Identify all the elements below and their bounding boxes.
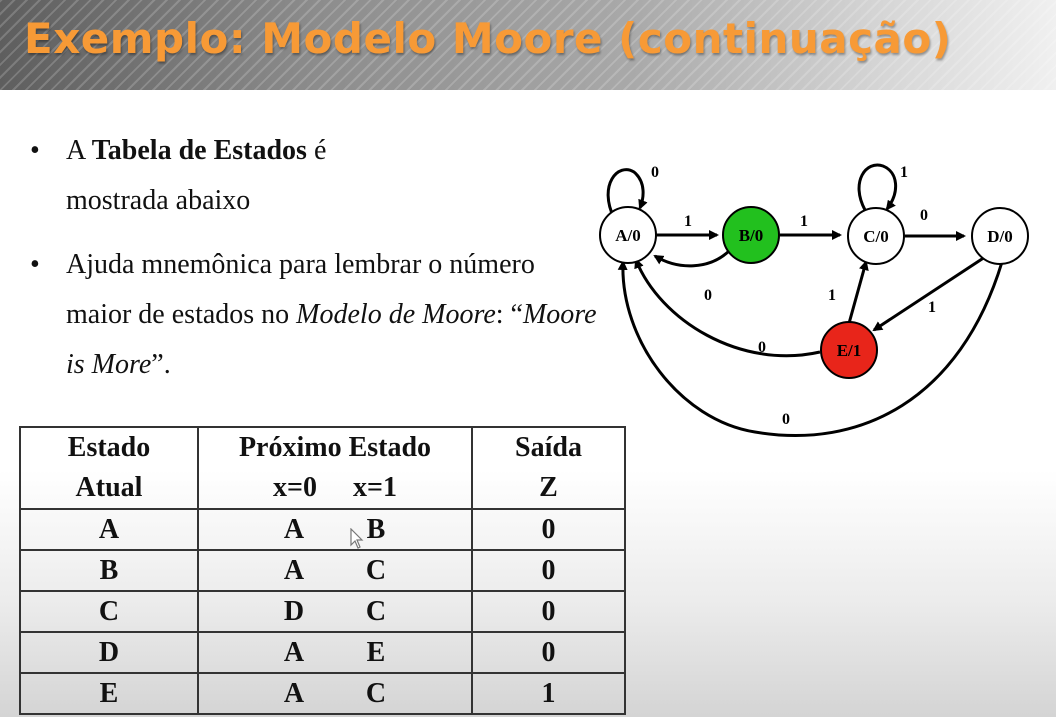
transition-label-e-c: 1 bbox=[828, 287, 836, 304]
bullet-dot: • bbox=[30, 249, 40, 280]
cell-next-x1: E bbox=[366, 636, 386, 668]
bullet-item-table: • A Tabela de Estados é mostrada abaixo bbox=[28, 126, 396, 226]
transition-label-a-b: 1 bbox=[684, 213, 692, 230]
header-output: Saída Z bbox=[471, 426, 626, 510]
cell-current-state: C bbox=[19, 590, 199, 633]
transition-b-a bbox=[653, 248, 732, 268]
transition-e-a bbox=[634, 258, 821, 358]
cell-next-x1: C bbox=[365, 677, 387, 709]
state-label-b: B/0 bbox=[739, 226, 764, 245]
transition-label-e-a: 0 bbox=[758, 339, 766, 356]
bullet-text-part: Moore is More bbox=[66, 299, 597, 380]
header-current-line2: Atual bbox=[75, 472, 143, 503]
cell-output: 0 bbox=[471, 549, 626, 592]
cell-next-x0: A bbox=[283, 554, 305, 586]
cell-next-x1: C bbox=[365, 554, 387, 586]
transition-d-a bbox=[617, 260, 1004, 437]
cell-next-x1: C bbox=[365, 595, 387, 627]
cell-current-state: E bbox=[19, 672, 199, 715]
cell-next-x0: A bbox=[283, 513, 305, 545]
state-node-d: D/0 bbox=[971, 207, 1029, 265]
transition-label-b-c: 1 bbox=[800, 213, 808, 230]
slide-title: Exemplo: Modelo Moore (continuação) bbox=[24, 14, 952, 63]
state-label-d: D/0 bbox=[987, 227, 1013, 246]
header-next-line1: Próximo Estado bbox=[238, 432, 432, 463]
title-bar: Exemplo: Modelo Moore (continuação) bbox=[0, 0, 1056, 90]
bullet-text-part: é mostrada abaixo bbox=[66, 135, 327, 216]
state-node-e: E/1 bbox=[820, 321, 878, 379]
state-label-a: A/0 bbox=[615, 226, 641, 245]
bullet-text-part: : “ bbox=[495, 299, 523, 330]
transition-label-c-d: 0 bbox=[920, 207, 928, 224]
transition-label-b-a: 0 bbox=[704, 287, 712, 304]
transition-e-c bbox=[846, 260, 869, 328]
cell-next-x0: A bbox=[283, 677, 305, 709]
title-bar-texture bbox=[0, 0, 1056, 90]
cell-current-state: A bbox=[19, 508, 199, 551]
header-output-line2: Z bbox=[539, 472, 558, 503]
cell-current-state: B bbox=[19, 549, 199, 592]
header-current-state: Estado Atual bbox=[19, 426, 199, 510]
transition-a-a bbox=[606, 168, 648, 219]
cell-current-state: D bbox=[19, 631, 199, 674]
state-diagram: 0 1 0 1 1 0 1 0 1 0 A/0 B/0 C/0 D/0 E/1 bbox=[599, 163, 1029, 437]
state-node-c: C/0 bbox=[847, 207, 905, 265]
transition-d-e bbox=[872, 255, 986, 332]
bullet-text-part: A bbox=[66, 135, 92, 166]
cell-output: 0 bbox=[471, 508, 626, 551]
header-next-inputs: x=0 x=1 bbox=[199, 468, 471, 508]
state-node-a: A/0 bbox=[599, 206, 657, 264]
cell-output: 1 bbox=[471, 672, 626, 715]
cell-next-x0: A bbox=[283, 636, 305, 668]
header-output-line1: Saída bbox=[515, 432, 582, 463]
header-next-state: Próximo Estado x=0 x=1 bbox=[197, 426, 473, 510]
transition-c-c bbox=[857, 163, 897, 211]
cell-next-x1: B bbox=[366, 513, 386, 545]
cell-next-x0: D bbox=[283, 595, 305, 627]
bullet-list: • A Tabela de Estados é mostrada abaixo … bbox=[28, 126, 608, 390]
state-node-b: B/0 bbox=[722, 206, 780, 264]
cell-output: 0 bbox=[471, 631, 626, 674]
transition-label-a-a: 0 bbox=[651, 164, 659, 181]
transition-label-c-c: 1 bbox=[900, 164, 908, 181]
bullet-text-part: Ajuda mnemônica para lembrar o número ma… bbox=[66, 249, 535, 330]
bullet-text-part: Tabela de Estados bbox=[91, 135, 307, 166]
bullet-text-part: Modelo de Moore bbox=[296, 299, 496, 330]
header-current-line1: Estado bbox=[67, 432, 151, 463]
transition-label-d-e: 1 bbox=[928, 299, 936, 316]
header-x0: x=0 bbox=[273, 472, 317, 503]
state-label-c: C/0 bbox=[863, 227, 889, 246]
transition-label-d-a: 0 bbox=[782, 411, 790, 428]
bullet-text-part: ”. bbox=[151, 349, 171, 380]
mouse-pointer-icon bbox=[350, 528, 364, 549]
state-label-e: E/1 bbox=[837, 341, 862, 360]
state-table: Estado Atual Próximo Estado x=0 x=1 Saíd… bbox=[19, 426, 626, 715]
cell-output: 0 bbox=[471, 590, 626, 633]
bullet-item-mnemonic: • Ajuda mnemônica para lembrar o número … bbox=[28, 240, 606, 390]
bullet-dot: • bbox=[30, 135, 40, 166]
table-header-row: Estado Atual Próximo Estado x=0 x=1 Saíd… bbox=[19, 426, 626, 510]
header-x1: x=1 bbox=[353, 472, 397, 503]
